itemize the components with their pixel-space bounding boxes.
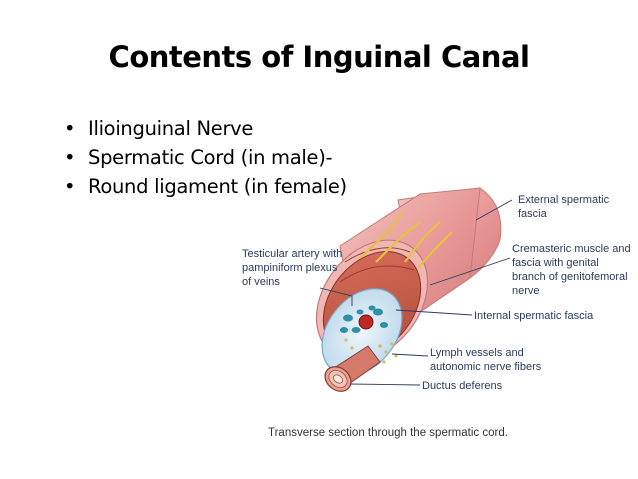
label-leader-lines — [319, 199, 513, 386]
label-external-fascia: External spermatic fascia — [518, 194, 612, 220]
label-line: Lymph vessels and — [430, 347, 524, 359]
bullet-list: • Ilioinguinal Nerve • Spermatic Cord (in … — [64, 114, 347, 201]
label-line: fascia with genital — [512, 257, 599, 269]
label-line: Ductus deferens — [422, 380, 503, 392]
label-line: branch of genitofemoral — [512, 271, 628, 283]
label-line: Internal spermatic fascia — [474, 310, 594, 322]
label-internal-fascia: Internal spermatic fascia — [474, 310, 594, 322]
label-line: Cremasteric muscle and — [512, 243, 631, 255]
bullet-text: Spermatic Cord (in male)- — [88, 146, 333, 169]
bullet-item: • Ilioinguinal Nerve — [64, 114, 347, 143]
slide-title: Contents of Inguinal Canal — [108, 40, 530, 74]
label-ductus: Ductus deferens — [422, 380, 503, 392]
bullet-dot-icon: • — [64, 117, 76, 140]
figure-caption: Transverse section through the spermatic… — [268, 427, 508, 439]
bullet-dot-icon: • — [64, 175, 76, 198]
label-line: of veins — [242, 276, 280, 288]
label-testicular: Testicular artery with pampiniform plexu… — [242, 248, 345, 288]
bullet-text: Round ligament (in female) — [88, 175, 347, 198]
label-line: nerve — [512, 285, 540, 297]
bullet-item: • Spermatic Cord (in male)- — [64, 143, 347, 172]
label-line: pampiniform plexus — [242, 262, 338, 274]
bullet-text: Ilioinguinal Nerve — [88, 117, 254, 140]
testicular-vessels — [340, 305, 388, 333]
bullet-item: • Round ligament (in female) — [64, 172, 347, 201]
label-line: fascia — [518, 208, 548, 220]
label-line: External spermatic — [518, 194, 610, 206]
label-lymph: Lymph vessels and autonomic nerve fibers — [430, 347, 542, 373]
bullet-dot-icon: • — [64, 146, 76, 169]
genital-nerve-branches — [359, 211, 453, 269]
ductus-deferens — [324, 345, 381, 392]
label-cremasteric: Cremasteric muscle and fascia with genit… — [512, 243, 634, 297]
label-line: autonomic nerve fibers — [430, 361, 542, 373]
label-line: Testicular artery with — [242, 248, 342, 260]
